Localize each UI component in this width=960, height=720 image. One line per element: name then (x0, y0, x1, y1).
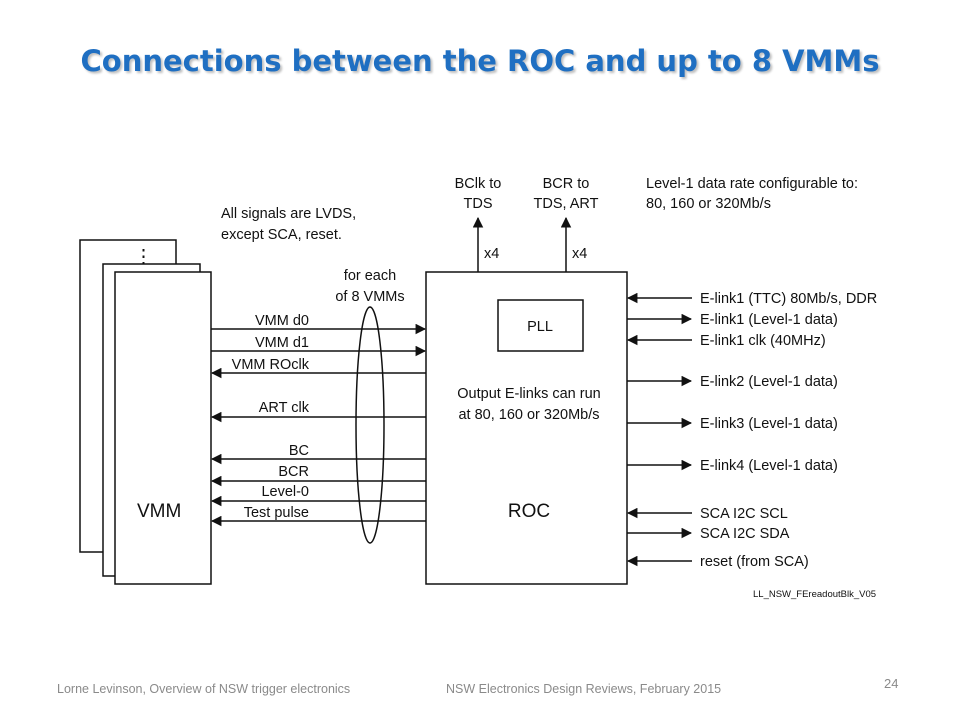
vmm-signal-label: BC (289, 443, 309, 459)
vmm-signal-label: VMM ROclk (232, 357, 310, 373)
top-output-2-line-2: TDS, ART (534, 196, 599, 212)
page-number: 24 (884, 676, 899, 691)
elink-label: E-link3 (Level-1 data) (700, 416, 838, 432)
for-each-line-1: for each (344, 268, 396, 284)
roc-label: ROC (508, 501, 550, 522)
vmm-signal-label: VMM d1 (255, 335, 309, 351)
vmm-stack-dots: ⋮ (134, 247, 153, 268)
vmm-label: VMM (137, 501, 181, 522)
vmm-signal-d1: VMM d1 (211, 335, 427, 357)
top-output-1-mult: x4 (484, 246, 499, 262)
top-output-1-line-1: BClk to (455, 176, 502, 192)
drawing-id: LL_NSW_FEreadoutBlk_V05 (753, 589, 876, 600)
reset-from-sca: reset (from SCA) (626, 554, 809, 570)
elink4-data: E-link4 (Level-1 data) (627, 458, 838, 474)
vmm-signal-label: Test pulse (244, 505, 309, 521)
elink1-ttc: E-link1 (TTC) 80Mb/s, DDR (626, 291, 877, 307)
slide-title: Connections between the ROC and up to 8 … (80, 44, 880, 78)
footer-event: NSW Electronics Design Reviews, February… (446, 682, 722, 696)
rate-note-line-1: Level-1 data rate configurable to: (646, 176, 858, 192)
elink-label: E-link2 (Level-1 data) (700, 374, 838, 390)
elink3-data: E-link3 (Level-1 data) (627, 416, 838, 432)
elink-label: E-link1 clk (40MHz) (700, 333, 826, 349)
elink-label: reset (from SCA) (700, 554, 809, 570)
vmm-signal-label: BCR (278, 464, 309, 480)
elink1-clk: E-link1 clk (40MHz) (626, 333, 826, 349)
signal-bundle-ellipse (355, 306, 385, 544)
top-output-1-line-2: TDS (464, 196, 493, 212)
vmm-signal-d0: VMM d0 (211, 313, 427, 335)
vmm-signal-label: ART clk (259, 400, 310, 416)
pll-label: PLL (527, 319, 553, 335)
rate-note-line-2: 80, 160 or 320Mb/s (646, 196, 771, 212)
top-output-2-mult: x4 (572, 246, 587, 262)
vmm-signal-bc: BC (210, 443, 426, 465)
for-each-line-2: of 8 VMMs (335, 289, 404, 305)
vmm-signal-label: Level-0 (261, 484, 309, 500)
elink-label: E-link1 (Level-1 data) (700, 312, 838, 328)
vmm-signal-bcr: BCR (210, 464, 426, 487)
vmm-signal-roclk: VMM ROclk (210, 357, 426, 379)
pll-box (497, 299, 584, 352)
elink-label: E-link1 (TTC) 80Mb/s, DDR (700, 291, 877, 307)
sca-i2c-sda: SCA I2C SDA (627, 526, 790, 542)
elink-label: SCA I2C SCL (700, 506, 788, 522)
lvds-note-line-1: All signals are LVDS, (221, 206, 356, 222)
footer-author: Lorne Levinson, Overview of NSW trigger … (57, 682, 351, 696)
top-output-2-line-1: BCR to (543, 176, 590, 192)
vmm-signal-test-pulse: Test pulse (210, 505, 426, 527)
roc-note-line-2: at 80, 160 or 320Mb/s (458, 407, 599, 423)
elink2-data: E-link2 (Level-1 data) (627, 374, 838, 390)
sca-i2c-scl: SCA I2C SCL (626, 506, 788, 522)
elink-label: SCA I2C SDA (700, 526, 790, 542)
lvds-note-line-2: except SCA, reset. (221, 227, 342, 243)
vmm-box (114, 271, 212, 585)
vmm-signal-label: VMM d0 (255, 313, 309, 329)
vmm-signal-level0: Level-0 (210, 484, 426, 507)
elink-label: E-link4 (Level-1 data) (700, 458, 838, 474)
roc-note-line-1: Output E-links can run (457, 386, 600, 402)
elink1-data: E-link1 (Level-1 data) (627, 312, 838, 328)
vmm-signal-art-clk: ART clk (210, 400, 426, 423)
